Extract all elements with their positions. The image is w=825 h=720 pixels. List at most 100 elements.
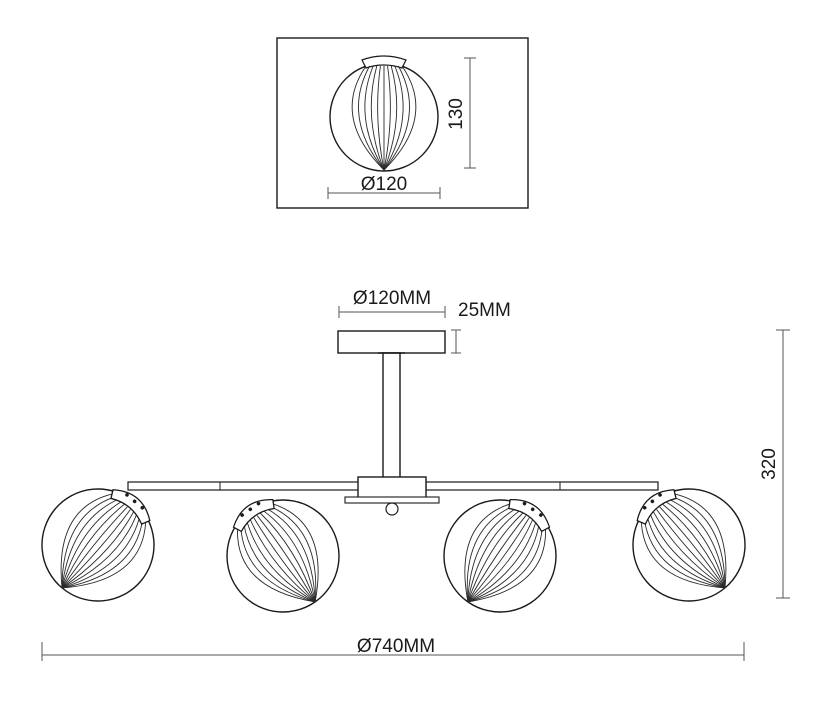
detail-globe-rib (351, 65, 385, 171)
detail-diameter-dimension: Ø120 (327, 174, 441, 199)
canopy-height-dimension: 25MM (451, 300, 511, 354)
shade-rib (665, 501, 726, 589)
shade-globe-outline (226, 499, 340, 613)
shade-rib (61, 519, 144, 589)
shade-rib (61, 514, 137, 589)
shade-rib (467, 508, 517, 602)
detail-globe-rib (377, 65, 385, 171)
shade-rib (61, 501, 122, 589)
hub-finial (385, 502, 399, 516)
shade-rib (650, 514, 726, 589)
shade-detail-view: 130 Ø120 (276, 37, 529, 209)
canopy-diameter-dimension: Ø120MM (338, 288, 446, 318)
holder-screw (125, 493, 129, 497)
holder-screw (248, 507, 253, 512)
shade-rib (273, 503, 319, 602)
shade-rib (467, 517, 530, 603)
holder-screw (240, 513, 244, 517)
shade-rib (263, 510, 316, 602)
holder-screw (650, 499, 655, 504)
shade-rib (662, 504, 726, 589)
shade-globe-outline (443, 499, 557, 613)
shade-rib (270, 505, 317, 602)
detail-globe-rib (358, 65, 385, 171)
shade-rib (260, 512, 316, 603)
shade-rib (266, 508, 316, 602)
shade-holder (636, 489, 677, 526)
shade-rib (674, 493, 727, 588)
detail-globe-rib (383, 65, 391, 171)
shade-rib (61, 509, 131, 589)
shade-rib (61, 522, 147, 589)
total-width-label: Ø740MM (357, 636, 435, 657)
shade-rib (61, 517, 141, 589)
canopy-height-label: 25MM (458, 300, 511, 321)
shade-rib (467, 529, 547, 603)
detail-shade-globe (329, 55, 439, 172)
shade-rib (61, 511, 134, 589)
shade-rib (659, 506, 726, 589)
shade-rib (467, 512, 523, 603)
stem (382, 352, 401, 479)
holder-screw (132, 499, 137, 504)
shade-rib (656, 509, 726, 589)
shade-rib (467, 519, 533, 603)
detail-globe-rib (383, 65, 410, 171)
holder-screw (522, 501, 527, 506)
shade-holder (110, 489, 151, 526)
detail-globe-rib (383, 65, 417, 171)
detail-frame (276, 37, 529, 209)
shade-rib (668, 498, 726, 588)
fixture-side-view: Ø120MM 25MM 320 Ø740MM (41, 288, 790, 661)
shade-rib (240, 526, 316, 603)
shade-rib (646, 517, 726, 589)
detail-globe-rib (370, 65, 385, 171)
detail-globe-rib (364, 65, 385, 171)
holder-screw (642, 505, 647, 510)
shade-globe (443, 498, 557, 613)
holder-screw (256, 501, 261, 506)
shade-rib (61, 498, 119, 588)
holder-screw (530, 507, 535, 512)
shade-rib (467, 515, 527, 603)
total-height-label: 320 (759, 448, 780, 480)
shade-rib (60, 493, 113, 588)
shade-rib (643, 519, 726, 589)
detail-globe-neck (361, 55, 407, 69)
shade-rib (466, 505, 513, 602)
shade-rib (640, 522, 726, 589)
detail-height-label: 130 (446, 98, 467, 130)
shade-holder (508, 498, 551, 533)
shade-rib (61, 496, 116, 588)
shade-rib (467, 526, 543, 603)
shade-rib (671, 496, 726, 588)
shade-rib (250, 519, 316, 603)
shade-rib (467, 524, 540, 603)
detail-diameter-label: Ø120 (361, 174, 407, 195)
detail-height-dimension: 130 (446, 57, 476, 169)
ceiling-canopy (337, 330, 446, 354)
shade-globe (226, 498, 340, 613)
shade-holder (232, 498, 275, 533)
canopy-diameter-label: Ø120MM (353, 288, 431, 309)
shade-globe (632, 488, 746, 602)
shade-rib (246, 522, 316, 603)
detail-globe-rib (383, 65, 398, 171)
shade-rib (61, 504, 125, 589)
shade-rib (467, 522, 537, 603)
shade-rib (61, 506, 128, 589)
shade-rib (256, 515, 316, 603)
shade-rib (243, 524, 316, 603)
detail-globe-rib (383, 65, 404, 171)
shade-rib (653, 511, 726, 589)
shade-rib (236, 529, 316, 603)
holder-screw (140, 505, 145, 510)
total-width-dimension: Ø740MM (41, 636, 745, 661)
shade-rib (253, 517, 316, 603)
total-height-dimension: 320 (759, 329, 790, 599)
shade-rib (464, 503, 510, 602)
holder-screw (539, 513, 543, 517)
shade-globe (41, 488, 155, 602)
shade-rib (467, 510, 520, 602)
